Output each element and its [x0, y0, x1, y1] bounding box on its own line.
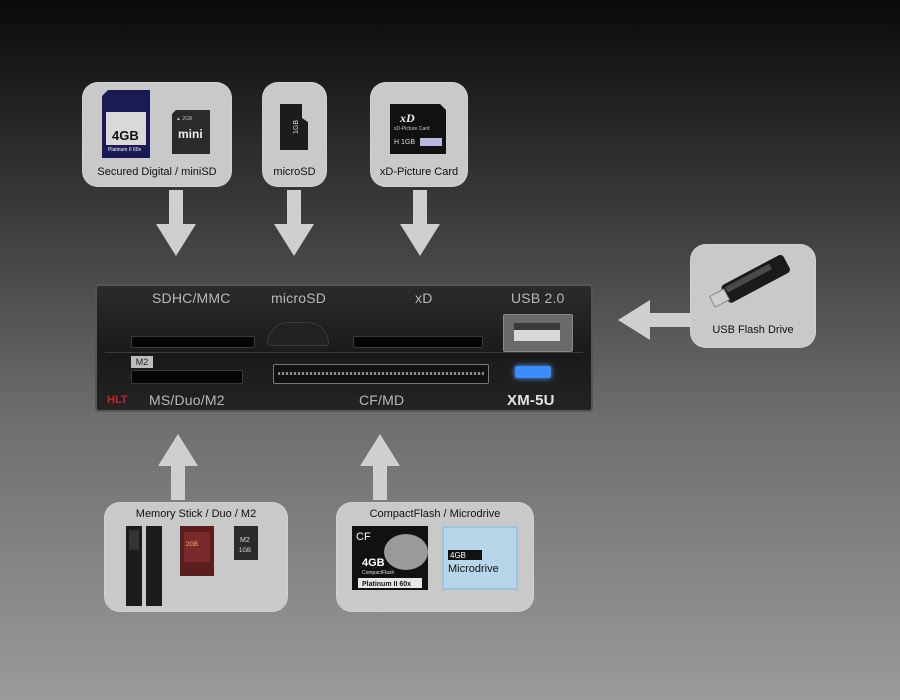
- microsd-capacity: 1GB: [293, 120, 300, 134]
- cf-class: Platinum II 60x: [362, 581, 411, 588]
- microdrive-card-icon: 4GB Microdrive: [442, 526, 518, 590]
- sd-card-icon: 4GB Platinum II 60x: [102, 90, 150, 158]
- minisd-small: ▲ 2GB: [176, 116, 193, 122]
- microsd-card-icon: 1GB: [280, 104, 308, 150]
- xd-card: xD xD-Picture Card H 1GB xD-Picture Card: [370, 82, 468, 187]
- microsd-card: 1GB microSD: [262, 82, 327, 187]
- label-microsd: microSD: [271, 290, 327, 306]
- arrow-left-usb: [618, 300, 690, 340]
- minisd-brand: mini: [178, 127, 203, 141]
- label-cf-md: CF/MD: [359, 392, 405, 408]
- microsd-label: microSD: [273, 166, 316, 178]
- arrow-up-ms: [158, 434, 198, 500]
- xd-logo: xD: [399, 111, 415, 125]
- activity-led: [515, 366, 551, 378]
- cf-brand: CompactFlash: [362, 570, 394, 576]
- m2-capacity: 1GB: [239, 548, 251, 554]
- md-brand: Microdrive: [448, 563, 499, 575]
- xd-label: xD-Picture Card: [379, 166, 459, 178]
- sd-minisd-card: 4GB Platinum II 60x ▲ 2GB mini Secured D…: [82, 82, 232, 187]
- xd-slot[interactable]: [353, 336, 483, 348]
- memory-stick-card: Memory Stick / Duo / M2 2GB M2 1GB: [104, 502, 288, 612]
- arrow-down-sd: [156, 190, 196, 256]
- m2-text: M2: [240, 537, 250, 544]
- memory-stick-duo-icon: 2GB: [180, 526, 214, 576]
- m2-tag: M2: [131, 356, 153, 368]
- memory-stick-label: Memory Stick / Duo / M2: [135, 508, 257, 520]
- cf-capacity: 4GB: [362, 557, 385, 569]
- compactflash-card: CompactFlash / Microdrive CF 4GB Compact…: [336, 502, 534, 612]
- sd-minisd-label: Secured Digital / miniSD: [97, 166, 217, 178]
- sdhc-mmc-slot[interactable]: [131, 336, 255, 348]
- label-sdhc-mmc: SDHC/MMC: [152, 290, 231, 306]
- xd-card-icon: xD xD-Picture Card H 1GB: [390, 104, 446, 154]
- card-reader-panel: SDHC/MMC microSD xD USB 2.0 M2 HLT MS/Du…: [95, 284, 593, 412]
- usb-port[interactable]: [503, 314, 573, 352]
- memory-stick-icon: [126, 526, 162, 606]
- microsd-slot[interactable]: [267, 322, 329, 346]
- cf-tag: CF: [356, 531, 371, 543]
- label-xd: xD: [415, 290, 433, 306]
- cf-md-slot[interactable]: [273, 364, 489, 384]
- model-name: XM-5U: [507, 392, 555, 409]
- ms-duo-m2-slot[interactable]: [131, 370, 243, 384]
- xd-subtitle: xD-Picture Card: [394, 126, 430, 132]
- label-usb: USB 2.0: [511, 290, 565, 306]
- md-capacity: 4GB: [450, 551, 466, 560]
- xd-capacity: H 1GB: [394, 139, 415, 146]
- m2-card-icon: M2 1GB: [234, 526, 258, 560]
- label-ms-duo-m2: MS/Duo/M2: [149, 392, 225, 408]
- sd-capacity: 4GB: [112, 128, 139, 143]
- minisd-card-icon: ▲ 2GB mini: [172, 110, 210, 154]
- brand-logo: HLT: [107, 394, 128, 406]
- compactflash-card-icon: CF 4GB CompactFlash Platinum II 60x: [352, 526, 428, 590]
- sd-class: Platinum II 60x: [108, 147, 142, 153]
- ms-duo-capacity: 2GB: [186, 542, 198, 548]
- usb-flash-drive-icon: [708, 254, 790, 308]
- compactflash-label: CompactFlash / Microdrive: [369, 508, 501, 520]
- arrow-down-xd: [400, 190, 440, 256]
- arrow-down-microsd: [274, 190, 314, 256]
- arrow-up-cf: [360, 434, 400, 500]
- usb-flash-label: USB Flash Drive: [712, 324, 794, 336]
- usb-flash-card: USB Flash Drive: [690, 244, 816, 348]
- panel-divider: [105, 352, 583, 353]
